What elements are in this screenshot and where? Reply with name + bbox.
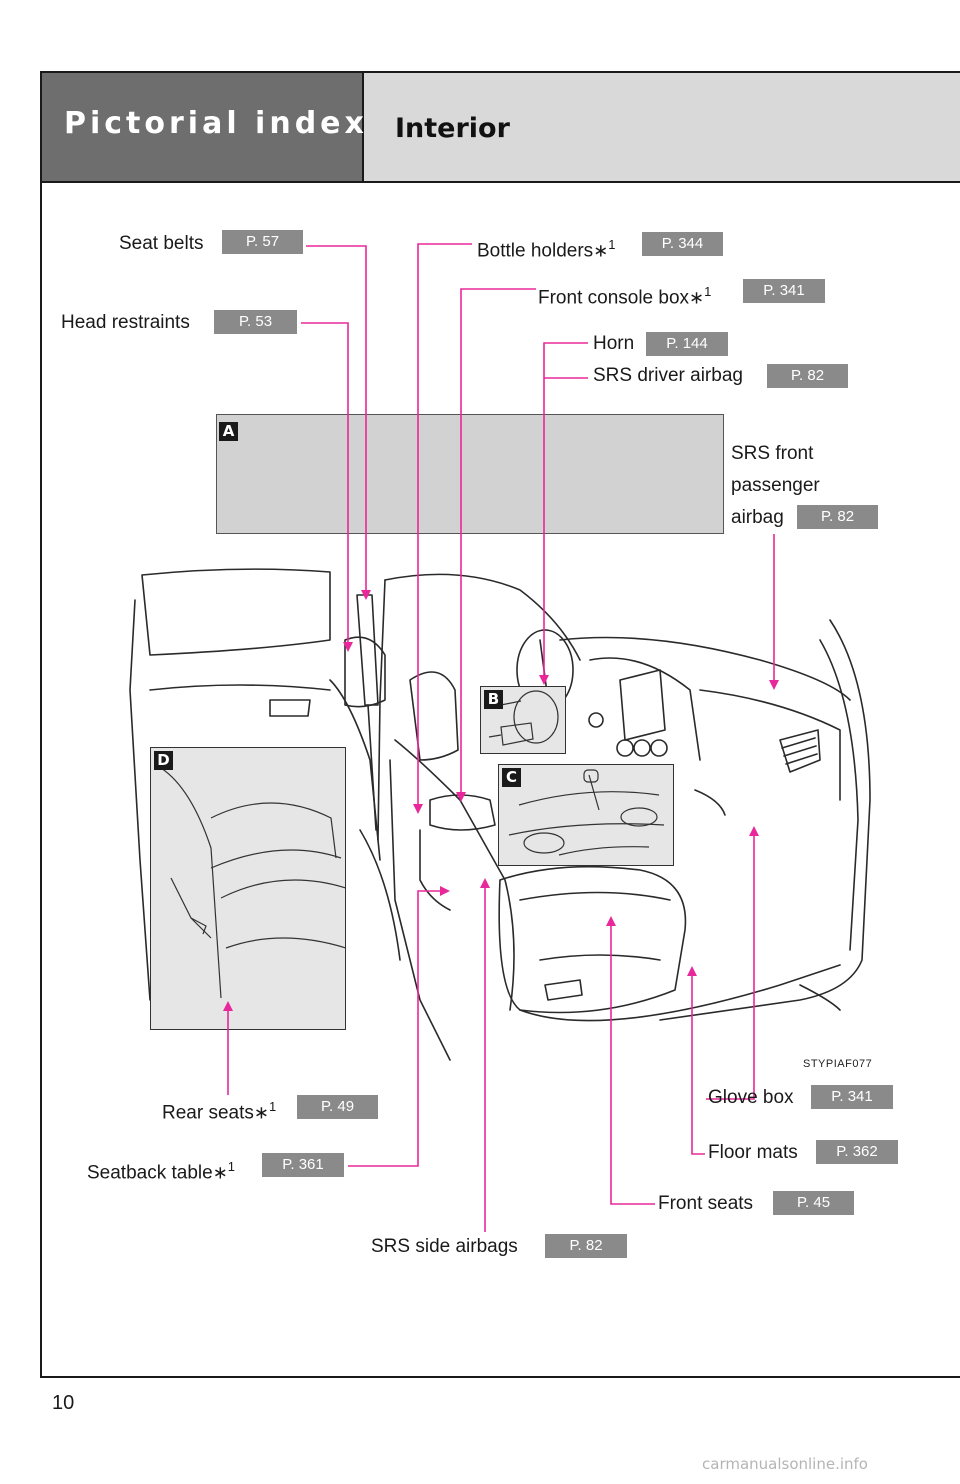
srs-front-passenger-airbag-line1: SRS front	[731, 443, 814, 464]
leader-head-restraints	[301, 322, 353, 652]
front-seats-label: Front seats	[658, 1193, 754, 1214]
panel-a: A	[216, 414, 724, 534]
front-console-box-page[interactable]: P. 341	[743, 279, 825, 303]
glove-box-label: Glove box	[708, 1087, 794, 1108]
srs-front-passenger-airbag-line3: airbag	[731, 507, 784, 528]
front-console-box-label: Front console box∗1	[538, 284, 712, 309]
horn-page[interactable]: P. 144	[646, 332, 728, 356]
head-restraints-page[interactable]: P. 53	[214, 310, 297, 334]
inset-b: B	[480, 686, 566, 754]
floor-mats-label: Floor mats	[708, 1142, 798, 1163]
bottle-holders-page[interactable]: P. 344	[642, 232, 723, 256]
seat-belts-label: Seat belts	[119, 233, 204, 254]
rear-seats-page[interactable]: P. 49	[297, 1095, 378, 1119]
inset-c: C	[498, 764, 674, 866]
head-restraints-label: Head restraints	[61, 312, 190, 333]
leader-seatback-table	[348, 886, 450, 1167]
inset-b-drawing	[488, 690, 559, 746]
leader-bottle-holders	[413, 243, 472, 814]
inset-d: D	[150, 747, 346, 1030]
glove-box-page[interactable]: P. 341	[811, 1085, 893, 1109]
seatback-table-label: Seatback table∗1	[87, 1159, 236, 1184]
leader-seat-belts	[306, 245, 371, 600]
inset-b-badge: B	[484, 690, 503, 709]
inset-d-drawing	[160, 767, 345, 999]
watermark: carmanualsonline.info	[702, 1455, 868, 1473]
panel-a-badge: A	[219, 422, 238, 441]
srs-side-airbags-label: SRS side airbags	[371, 1236, 518, 1257]
srs-driver-airbag-page[interactable]: P. 82	[767, 364, 848, 388]
sub-title: Interior	[395, 113, 510, 144]
rear-seats-label: Rear seats∗1	[162, 1099, 277, 1124]
leader-front-console-box	[456, 288, 536, 802]
leader-front-seats	[606, 916, 655, 1205]
front-seats-page[interactable]: P. 45	[773, 1191, 854, 1215]
header-divider	[42, 181, 960, 183]
seatback-table-page[interactable]: P. 361	[262, 1153, 344, 1177]
header-section-block	[42, 73, 362, 181]
inset-d-badge: D	[154, 751, 173, 770]
srs-front-passenger-airbag-page[interactable]: P. 82	[797, 505, 878, 529]
page-frame	[40, 71, 960, 1378]
header-subtitle-block	[362, 73, 960, 181]
leader-glove-box	[706, 826, 759, 1100]
leader-horn	[539, 342, 588, 685]
page-number: 10	[52, 1392, 75, 1414]
srs-side-airbags-page[interactable]: P. 82	[545, 1234, 627, 1258]
bottle-holders-label: Bottle holders∗1	[477, 237, 616, 262]
srs-driver-airbag-label: SRS driver airbag	[593, 365, 743, 386]
srs-front-passenger-airbag-line2: passenger	[731, 475, 820, 496]
image-code: STYPIAF077	[803, 1058, 873, 1070]
section-title: Pictorial index	[64, 106, 368, 141]
seat-belts-page[interactable]: P. 57	[222, 230, 303, 254]
horn-label: Horn	[593, 333, 635, 354]
leader-floor-mats	[687, 966, 705, 1155]
inset-c-drawing	[508, 769, 665, 856]
inset-c-badge: C	[502, 768, 521, 787]
floor-mats-page[interactable]: P. 362	[816, 1140, 898, 1164]
